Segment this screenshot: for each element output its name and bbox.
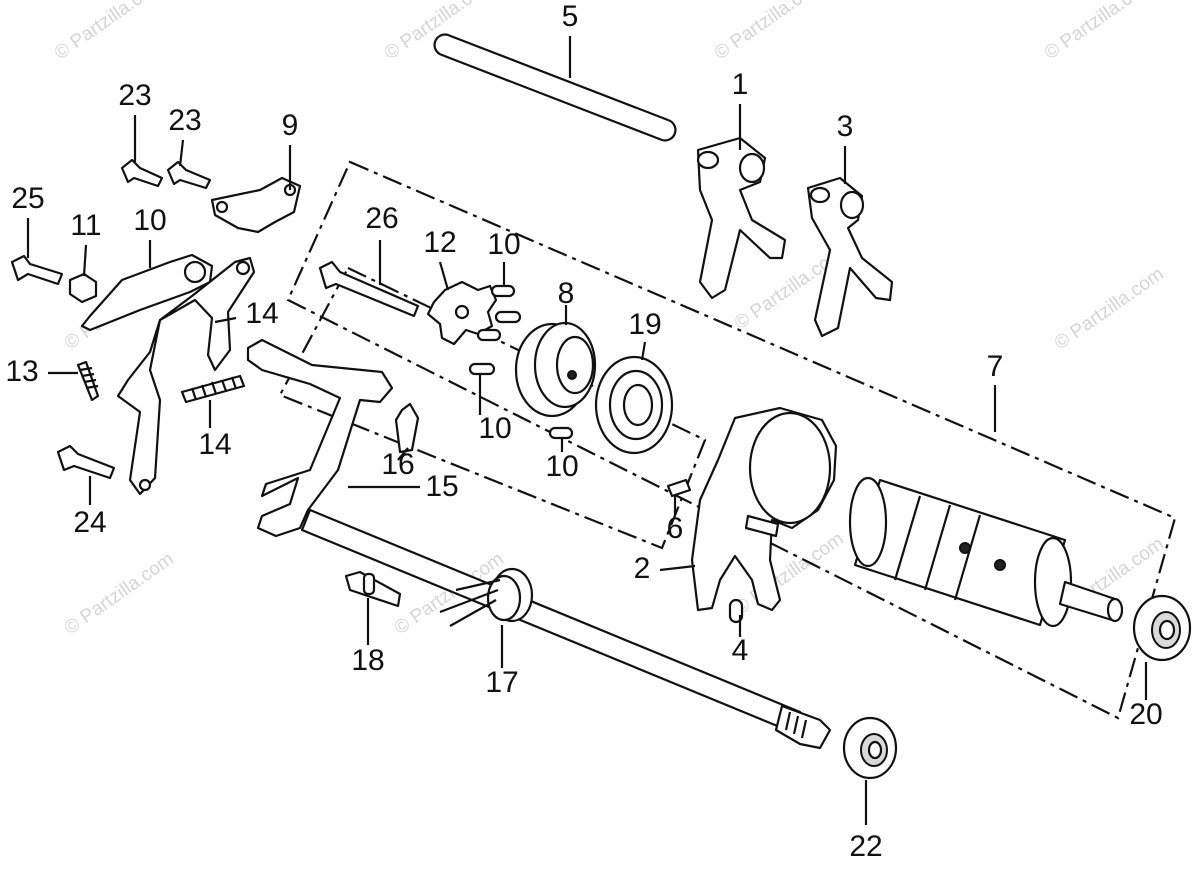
callout-3: 3 — [837, 110, 854, 143]
watermark: © Partzilla.com — [711, 0, 828, 64]
watermark: © Partzilla.com — [1041, 0, 1158, 64]
part-2-shift-fork[interactable] — [690, 406, 838, 612]
part-19-pin[interactable] — [344, 570, 402, 608]
part-23-bolt[interactable] — [120, 158, 164, 188]
callout-2: 2 — [634, 552, 651, 585]
part-7-shift-drum[interactable] — [848, 476, 1124, 628]
part-17-pin[interactable] — [394, 402, 420, 454]
part-14-spring[interactable] — [76, 360, 100, 402]
callout-4: 4 — [732, 634, 749, 667]
part-9-bracket[interactable] — [210, 176, 302, 234]
callout-13: 12 — [423, 226, 456, 259]
callout-24: 24 — [73, 506, 106, 539]
callout-23: 23 — [118, 79, 151, 112]
callout-14: 13 — [5, 355, 38, 388]
part-25-bolt[interactable] — [10, 254, 64, 286]
callout-14: 14 — [198, 428, 231, 461]
group-box-drum-assembly — [286, 160, 1177, 720]
part-13-star-cam[interactable] — [426, 280, 498, 346]
part-11-shift-arm[interactable] — [80, 253, 214, 332]
callout-22: 22 — [849, 830, 882, 863]
callout-18: 17 — [485, 666, 518, 699]
part-6-clip[interactable] — [666, 478, 692, 498]
part-15-arm-plate[interactable] — [116, 256, 256, 496]
callout-9: 9 — [282, 109, 299, 142]
leader-lines — [26, 36, 1148, 825]
part-8-pin-plate[interactable] — [514, 321, 597, 418]
part-3-shift-fork[interactable] — [806, 176, 894, 338]
callout-23: 23 — [168, 104, 201, 137]
callout-10: 10 — [478, 412, 511, 445]
callout-8: 8 — [558, 277, 575, 310]
part-22-oil-seal[interactable] — [842, 716, 898, 780]
callout-labels: 5 1 3 9 23 23 25 11 10 26 12 10 8 19 14 … — [5, 0, 1162, 863]
callout-16: 15 — [425, 470, 458, 503]
callout-21: 20 — [1129, 698, 1162, 731]
watermark: © Partzilla.com — [1051, 263, 1168, 354]
watermark: © Partzilla.com — [61, 548, 178, 639]
callout-7: 7 — [987, 350, 1004, 383]
part-12-nut[interactable] — [68, 272, 98, 304]
part-16-gearshift-spindle[interactable] — [246, 338, 832, 750]
callout-6: 6 — [667, 512, 684, 545]
callout-5: 5 — [562, 0, 579, 33]
callout-20: 19 — [628, 308, 661, 341]
part-20-bearing[interactable] — [594, 355, 674, 455]
callout-26: 26 — [365, 202, 398, 235]
callout-1: 1 — [732, 68, 749, 101]
part-24-bolt[interactable] — [56, 444, 116, 480]
part-23-bolt[interactable] — [166, 160, 212, 190]
callout-11: 10 — [133, 204, 166, 237]
callout-10: 10 — [487, 228, 520, 261]
callout-25: 25 — [11, 182, 44, 215]
part-14-spring[interactable] — [180, 374, 246, 404]
part-10-pin[interactable] — [468, 284, 574, 440]
callout-19: 18 — [351, 644, 384, 677]
callout-12: 11 — [70, 209, 101, 242]
callout-10: 10 — [545, 450, 578, 483]
part-18-return-spring[interactable] — [439, 567, 534, 627]
callout-17: 16 — [381, 448, 414, 481]
callout-15: 14 — [245, 297, 278, 330]
part-21-oil-seal[interactable] — [1132, 594, 1192, 662]
part-5-fork-shaft[interactable] — [433, 33, 677, 142]
watermark: © Partzilla.com — [51, 0, 168, 64]
part-1-shift-fork[interactable] — [696, 136, 787, 300]
part-26-long-bolt[interactable] — [318, 260, 420, 318]
